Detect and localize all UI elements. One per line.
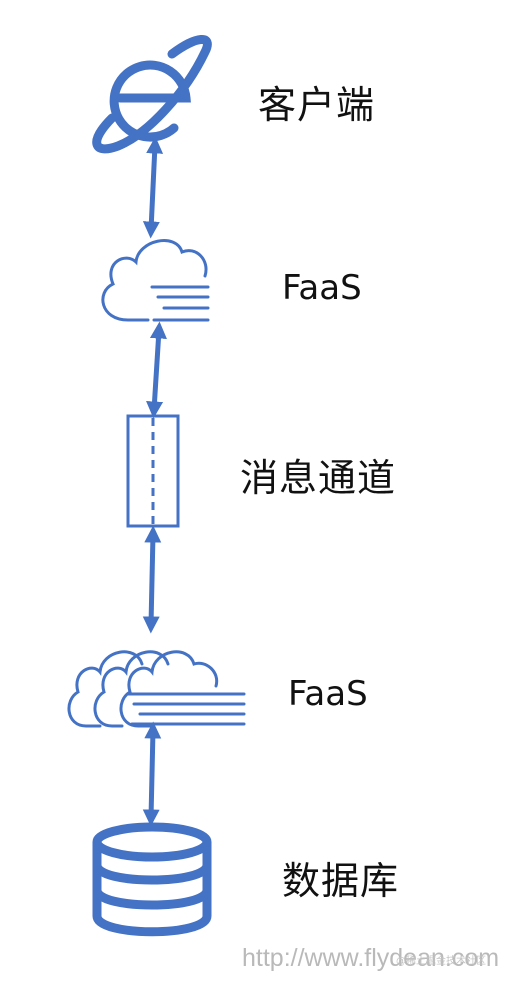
- watermark-small-text: @稀土掘金技术社区: [396, 956, 486, 967]
- label-message-channel: 消息通道: [240, 456, 397, 500]
- label-faas-2: FaaS: [288, 674, 368, 714]
- arrow-faas-channel: [146, 321, 167, 419]
- message-channel-icon: [126, 414, 180, 528]
- watermark-url: http://www.flydean.com: [242, 944, 500, 972]
- label-client: 客户端: [258, 83, 376, 127]
- database-icon: [92, 822, 212, 937]
- arrow-channel-faas: [142, 525, 162, 634]
- label-database: 数据库: [282, 859, 400, 903]
- arrow-client-faas: [142, 136, 164, 239]
- label-faas-1: FaaS: [282, 268, 362, 308]
- browser-globe-icon: [92, 35, 212, 154]
- multi-cloud-icon: [67, 650, 246, 728]
- arrow-faas-database: [142, 721, 162, 827]
- cloud-icon: [101, 239, 210, 322]
